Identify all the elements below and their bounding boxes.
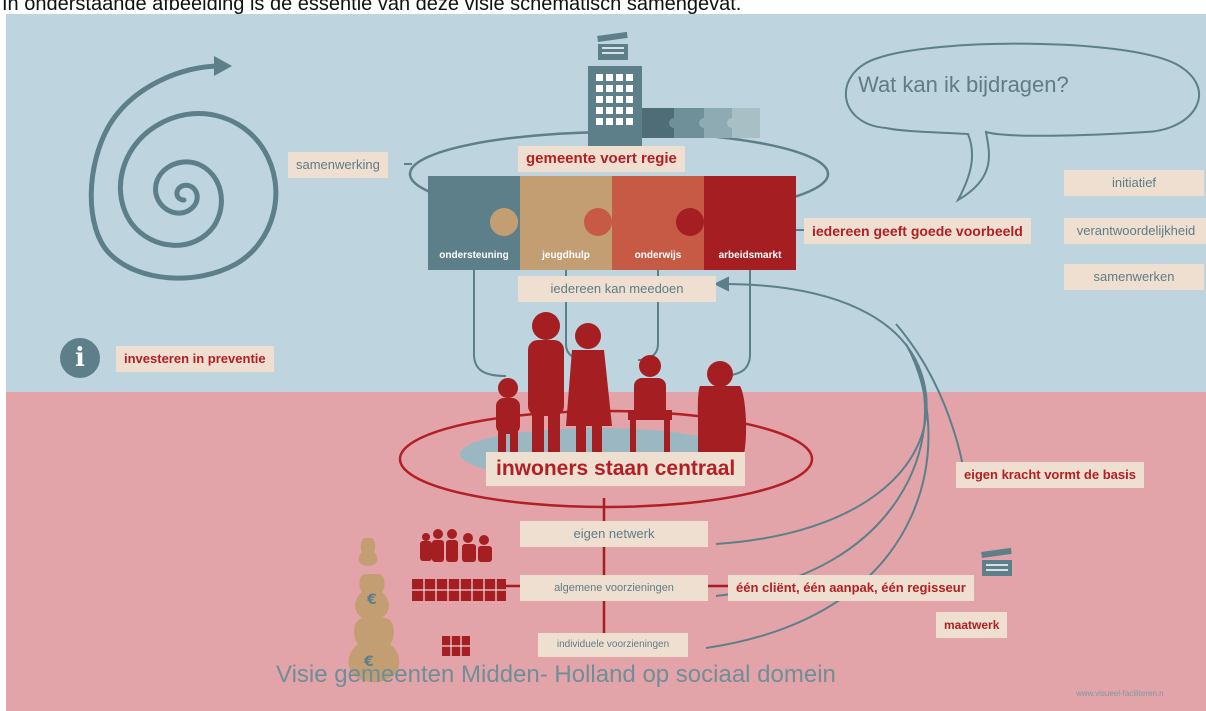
regisseur-label: één cliënt, één aanpak, één regisseur <box>728 575 974 601</box>
gemeente-regie-label: gemeente voert regie <box>518 146 685 172</box>
credit-text: www.visueel-faciliteren.n <box>1076 689 1164 698</box>
value-verantwoordelijkheid: verantwoordelijkheid <box>1064 218 1206 244</box>
euro-sign-large: € <box>363 654 374 670</box>
clapperboard-icon-small <box>981 547 1012 576</box>
samenwerking-label: samenwerking <box>288 152 388 178</box>
preventie-label: investeren in preventie <box>116 346 274 372</box>
voorbeeld-label: iedereen geeft goede voorbeeld <box>804 218 1031 244</box>
clapperboard-icon <box>597 31 628 60</box>
speech-bubble-text: Wat kan ik bijdragen? <box>858 72 1069 97</box>
speech-bubble <box>844 42 1200 203</box>
meedoen-label: iedereen kan meedoen <box>518 276 716 302</box>
domain-puzzle <box>428 176 796 270</box>
eigen-kracht-label: eigen kracht vormt de basis <box>956 462 1144 488</box>
value-samenwerken: samenwerken <box>1064 264 1204 290</box>
centraal-label: inwoners staan centraal <box>486 452 746 486</box>
piece-label-jeugdhulp: jeugdhulp <box>542 250 590 261</box>
level-eigen-netwerk: eigen netwerk <box>520 521 708 547</box>
spiral-arrow-icon <box>88 56 279 281</box>
grid-building-icon <box>412 579 506 656</box>
money-bag-icon <box>348 538 400 682</box>
piece-label-arbeidsmarkt: arbeidsmarkt <box>718 250 782 261</box>
intro-text: In onderstaande afbeelding is de essenti… <box>2 0 742 15</box>
level-algemene-voorzieningen: algemene voorzieningen <box>520 575 708 601</box>
piece-label-onderwijs: onderwijs <box>634 250 682 261</box>
people-icon <box>496 312 747 460</box>
building-icon <box>588 66 642 146</box>
info-icon: i <box>60 338 100 378</box>
puzzle-icon <box>642 108 760 138</box>
people-row-icon <box>420 529 492 562</box>
level-individuele-voorzieningen: individuele voorzieningen <box>538 633 688 657</box>
diagram: € € <box>6 14 1206 711</box>
piece-label-ondersteuning: ondersteuning <box>439 250 509 261</box>
diagram-title: Visie gemeenten Midden- Holland op socia… <box>276 661 836 688</box>
maatwerk-label: maatwerk <box>936 612 1008 638</box>
value-initiatief: initiatief <box>1064 170 1204 196</box>
euro-sign-medium: € <box>366 592 377 608</box>
